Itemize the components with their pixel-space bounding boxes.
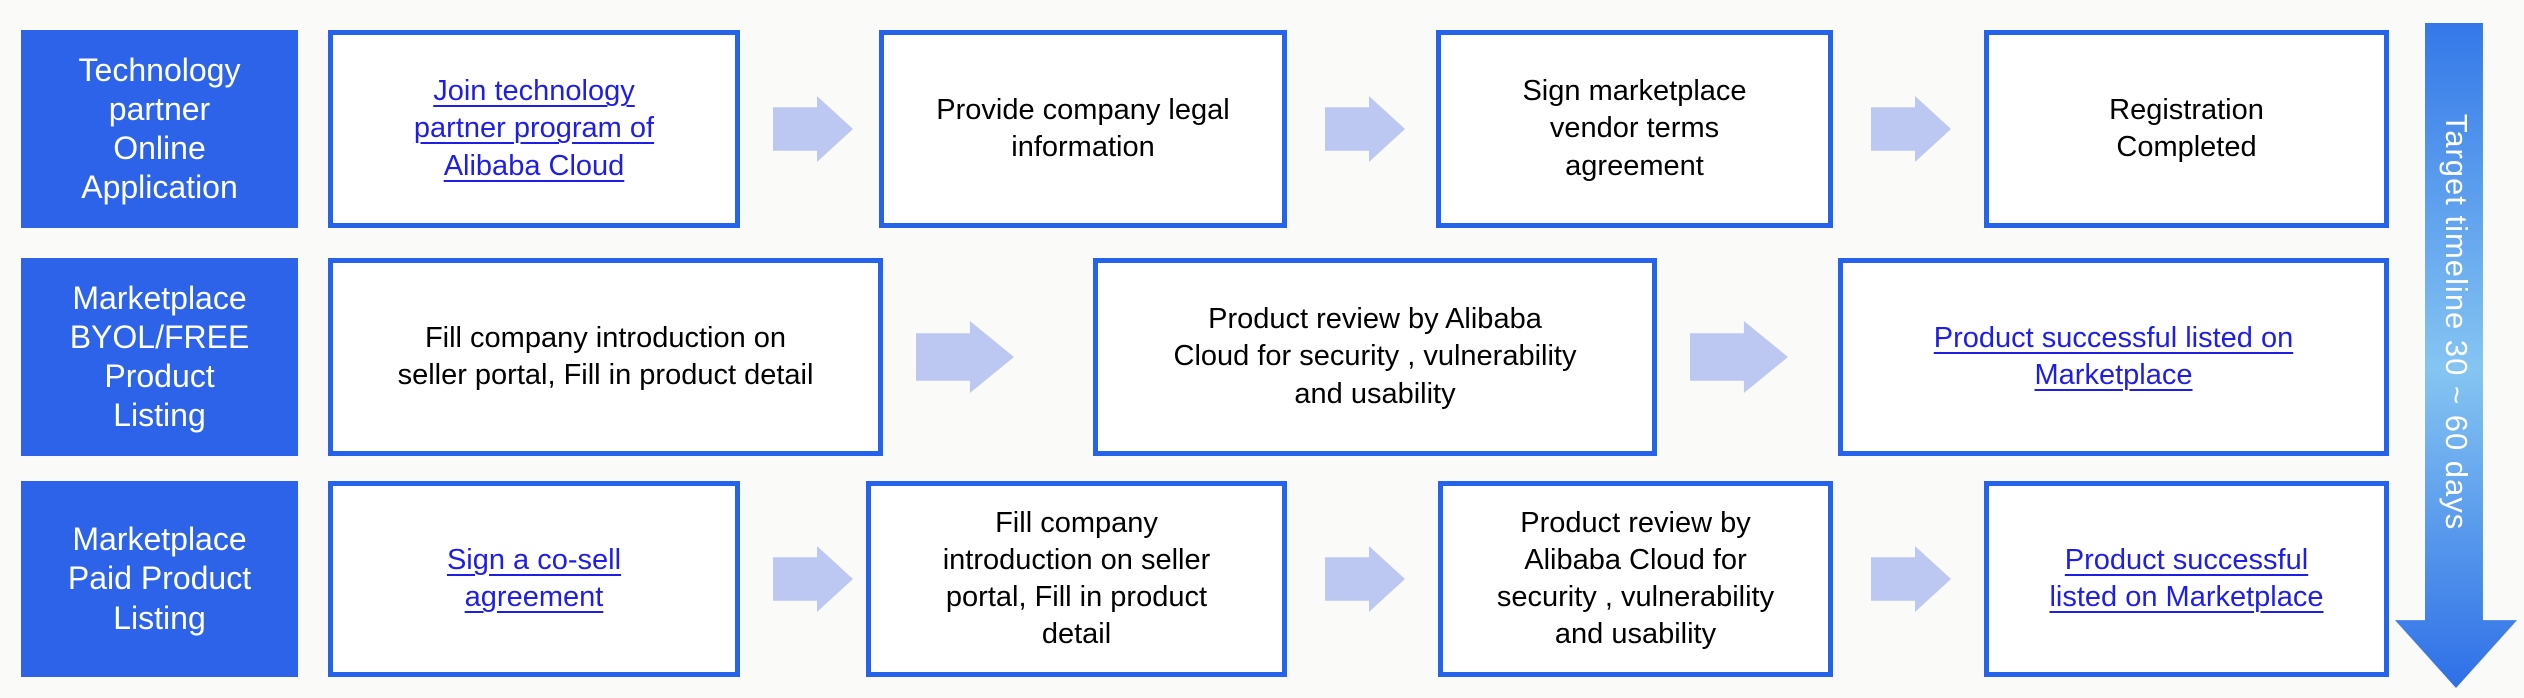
row-label-marketplace-byol-free-product-listing: Marketplace BYOL/FREE Product Listing	[21, 258, 298, 456]
step-box-sign-co-sell-agreement[interactable]: Sign a co-sell agreement	[328, 481, 740, 677]
row-label-text: Technology partner Online Application	[78, 51, 241, 206]
step-text: Registration Completed	[2109, 93, 2264, 163]
arrow-right-icon	[1871, 96, 1951, 162]
step-box-fill-company-introduction-paid: Fill company introduction on seller port…	[866, 481, 1287, 677]
step-box-product-review-byol: Product review by Alibaba Cloud for secu…	[1093, 258, 1657, 456]
arrow-right-icon	[773, 96, 853, 162]
row-label-text: Marketplace BYOL/FREE Product Listing	[69, 279, 250, 434]
step-text: Product review by Alibaba Cloud for secu…	[1496, 506, 1775, 651]
join-technology-partner-program-link[interactable]: Join technology partner program of Aliba…	[413, 75, 655, 182]
arrow-right-icon	[1325, 546, 1405, 612]
step-text: Fill company introduction on seller port…	[397, 321, 814, 391]
step-box-product-review-paid: Product review by Alibaba Cloud for secu…	[1438, 481, 1833, 677]
step-box-registration-completed: Registration Completed	[1984, 30, 2389, 228]
step-text: Fill company introduction on seller port…	[942, 506, 1211, 651]
timeline-down-arrow-icon: Target timeline 30 ~ 60 days	[2395, 23, 2517, 688]
step-box-fill-company-introduction-byol: Fill company introduction on seller port…	[328, 258, 883, 456]
row-label-marketplace-paid-product-listing: Marketplace Paid Product Listing	[21, 481, 298, 677]
arrow-right-icon	[773, 546, 853, 612]
step-text: Sign marketplace vendor terms agreement	[1522, 75, 1747, 182]
step-box-provide-company-legal-information: Provide company legal information	[879, 30, 1287, 228]
step-box-sign-marketplace-vendor-terms: Sign marketplace vendor terms agreement	[1436, 30, 1833, 228]
step-text: Provide company legal information	[936, 93, 1230, 163]
product-successful-listed-link[interactable]: Product successful listed on Marketplace	[1933, 321, 2294, 391]
row-label-text: Marketplace Paid Product Listing	[67, 521, 252, 636]
arrow-right-icon	[1871, 546, 1951, 612]
arrow-right-icon	[916, 321, 1014, 393]
timeline-label: Target timeline 30 ~ 60 days	[2439, 113, 2474, 531]
step-box-product-successful-listed-byol[interactable]: Product successful listed on Marketplace	[1838, 258, 2389, 456]
step-box-join-technology-partner-program[interactable]: Join technology partner program of Aliba…	[328, 30, 740, 228]
row-label-technology-partner-online-application: Technology partner Online Application	[21, 30, 298, 228]
arrow-right-icon	[1325, 96, 1405, 162]
arrow-right-icon	[1690, 321, 1788, 393]
step-text: Product review by Alibaba Cloud for secu…	[1173, 303, 1577, 410]
sign-co-sell-agreement-link[interactable]: Sign a co-sell agreement	[446, 543, 622, 613]
step-box-product-successful-listed-paid[interactable]: Product successful listed on Marketplace	[1984, 481, 2389, 677]
product-successful-listed-link[interactable]: Product successful listed on Marketplace	[2049, 543, 2324, 613]
